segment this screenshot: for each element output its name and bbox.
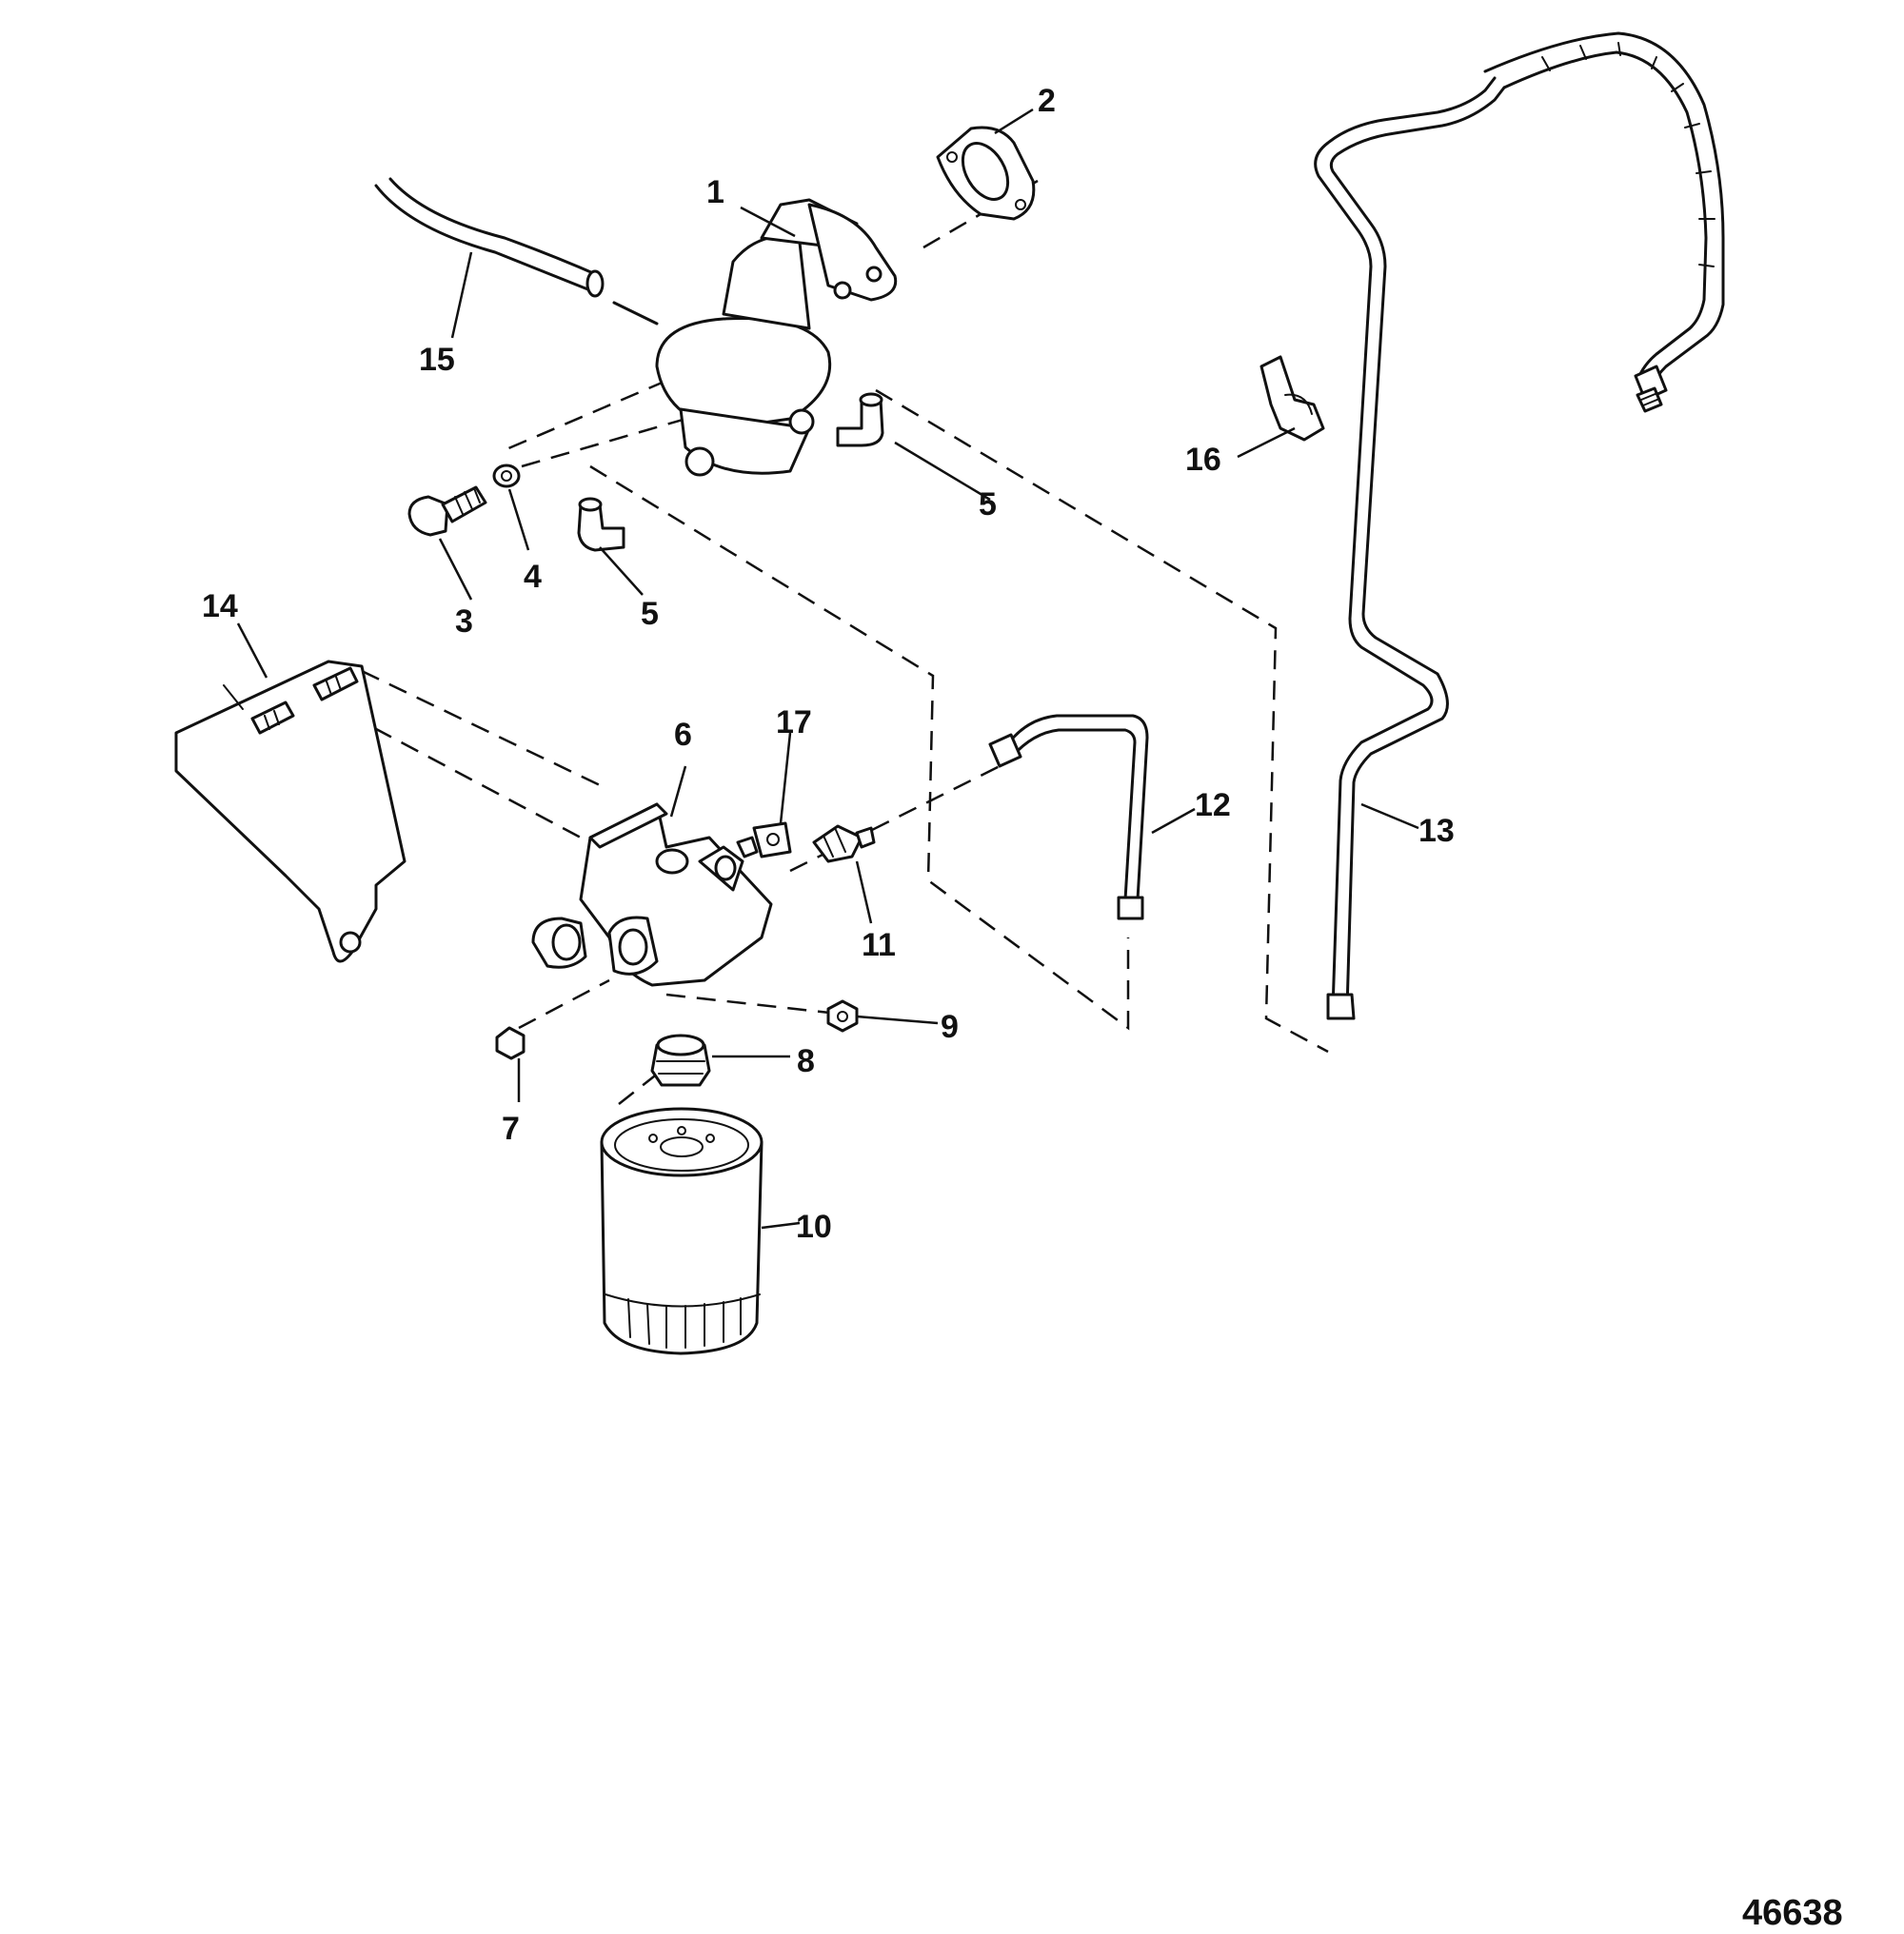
fuel-line-part-13 (1314, 31, 1725, 1020)
callout-7: 7 (502, 1111, 520, 1147)
callout-2: 2 (1038, 83, 1056, 119)
callout-13: 13 (1418, 813, 1455, 849)
elbow-fitting-part-5b (577, 497, 625, 552)
elbow-fitting-part-5a (836, 392, 884, 447)
callout-11: 11 (862, 927, 896, 963)
filter-head-part-6 (531, 802, 773, 987)
washer-part-4 (492, 464, 521, 488)
callout-4: 4 (524, 559, 542, 595)
figure-number: 46638 (1742, 1893, 1843, 1933)
gasket-part-2 (936, 126, 1036, 221)
assembly-dashed-lines (347, 179, 1329, 1105)
adapter-part-17 (736, 821, 792, 858)
plug-part-7 (495, 1026, 526, 1060)
filter-part-10 (600, 1107, 764, 1355)
callout-10: 10 (796, 1209, 832, 1245)
callout-15: 15 (419, 342, 455, 378)
bracket-part-14 (174, 660, 407, 963)
bolt-part-3 (407, 485, 487, 537)
callout-5b: 5 (641, 596, 659, 632)
plug-part-8 (650, 1034, 711, 1087)
fuel-pump-part-1 (612, 198, 898, 477)
callout-3: 3 (455, 603, 473, 640)
clamp-part-16 (1259, 355, 1325, 442)
callout-16: 16 (1185, 442, 1221, 478)
callout-14: 14 (202, 588, 238, 624)
nut-part-9 (826, 999, 859, 1033)
fuel-line-part-12 (988, 714, 1149, 920)
callout-8: 8 (797, 1043, 815, 1079)
callout-1: 1 (706, 174, 724, 210)
callout-5a: 5 (979, 486, 997, 523)
callout-labels: 1 2 3 4 5 5 6 7 8 9 10 11 12 13 14 15 16… (202, 83, 1455, 1245)
hose-part-15 (374, 177, 605, 298)
sender-part-11 (812, 824, 876, 863)
callout-9: 9 (941, 1009, 959, 1045)
callout-leader-lines (236, 108, 1419, 1230)
callout-17: 17 (776, 704, 812, 740)
callout-6: 6 (674, 717, 692, 753)
callout-12: 12 (1195, 787, 1231, 823)
